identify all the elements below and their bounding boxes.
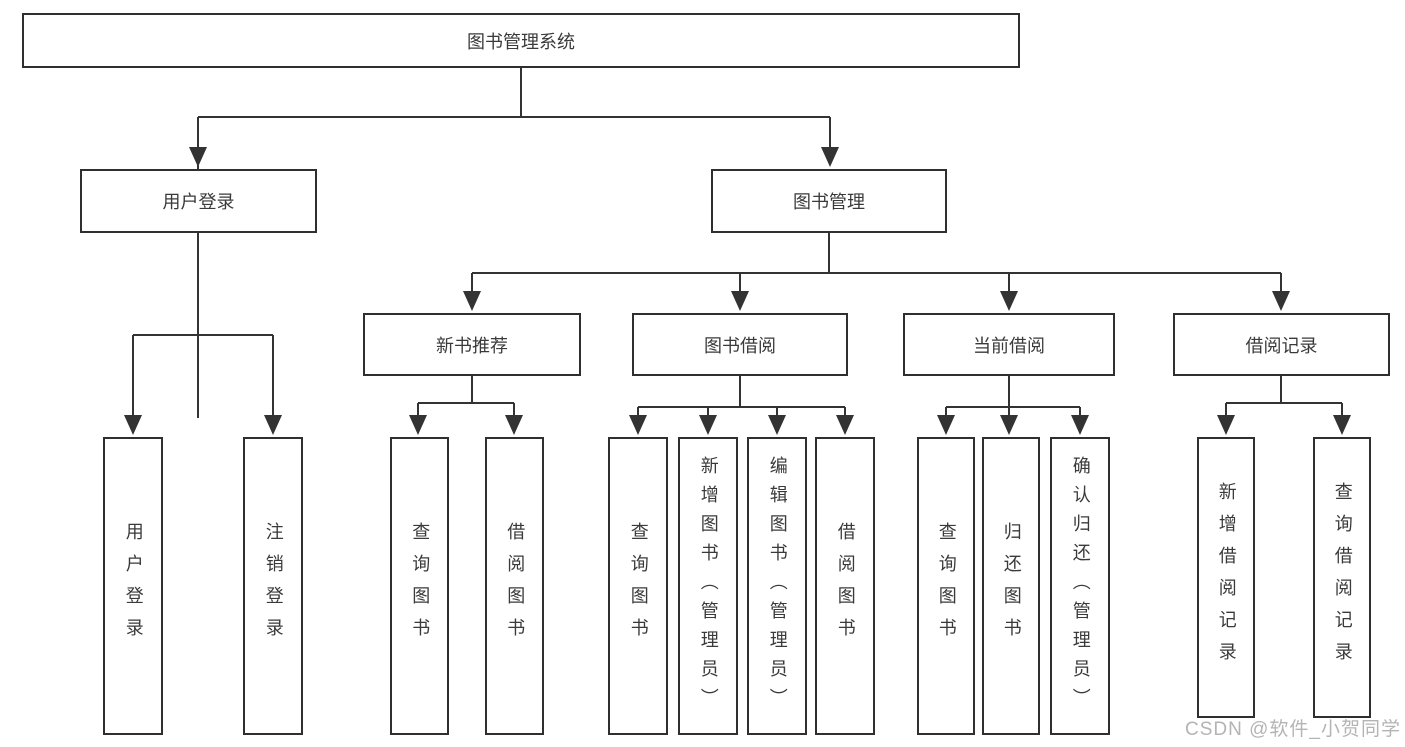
connector-root-to-level2 xyxy=(197,68,831,418)
arrowhead xyxy=(699,415,717,435)
leaf-query-books-borrow: 查询图书 xyxy=(608,437,668,735)
arrowhead xyxy=(505,415,523,435)
arrowhead xyxy=(937,415,955,435)
arrowhead xyxy=(731,291,749,311)
leaf-return-book: 归还图书 xyxy=(982,437,1040,735)
connector-borrow-record-split xyxy=(1225,376,1343,418)
arrowhead xyxy=(821,147,839,167)
arrowhead xyxy=(768,415,786,435)
node-current-borrow: 当前借阅 xyxy=(903,313,1115,376)
leaf-logout: 注销登录 xyxy=(243,437,303,735)
connector-book-mgmt-to-level3 xyxy=(471,233,1282,294)
node-new-book-recommend: 新书推荐 xyxy=(363,313,581,376)
leaf-add-book-admin: 新增图书（管理员） xyxy=(678,437,738,735)
arrowhead xyxy=(463,291,481,311)
arrowhead xyxy=(1272,291,1290,311)
connector-user-login-split xyxy=(132,334,274,418)
leaf-borrow-books-borrow: 借阅图书 xyxy=(815,437,875,735)
leaf-borrow-books-recommend: 借阅图书 xyxy=(485,437,544,735)
leaf-edit-book-admin: 编辑图书（管理员） xyxy=(747,437,807,735)
leaf-add-borrow-record: 新增借阅记录 xyxy=(1197,437,1255,718)
arrowhead xyxy=(409,415,427,435)
connector-book-borrow-split xyxy=(637,376,846,418)
arrowheads xyxy=(124,147,1351,435)
csdn-watermark: CSDN @软件_小贺同学 xyxy=(1185,719,1401,740)
leaf-user-login: 用户登录 xyxy=(103,437,163,735)
arrowhead xyxy=(629,415,647,435)
leaf-query-borrow-record: 查询借阅记录 xyxy=(1313,437,1371,718)
leaf-confirm-return-admin: 确认归还（管理员） xyxy=(1050,437,1110,735)
arrowhead xyxy=(264,415,282,435)
arrowhead xyxy=(1000,291,1018,311)
arrowhead xyxy=(1217,415,1235,435)
arrowhead xyxy=(1333,415,1351,435)
leaf-query-books-current: 查询图书 xyxy=(917,437,975,735)
arrowhead xyxy=(1071,415,1089,435)
node-book-borrow: 图书借阅 xyxy=(632,313,848,376)
leaf-query-books-recommend: 查询图书 xyxy=(390,437,449,735)
arrowhead xyxy=(836,415,854,435)
arrowhead xyxy=(189,147,207,167)
node-user-login: 用户登录 xyxy=(80,169,317,233)
connector-new-book-split xyxy=(417,376,515,418)
arrowhead xyxy=(124,415,142,435)
arrowhead xyxy=(1000,415,1018,435)
connector-current-borrow-split xyxy=(945,376,1081,418)
node-library-management-system: 图书管理系统 xyxy=(22,13,1020,68)
node-book-management: 图书管理 xyxy=(711,169,947,233)
node-borrow-records: 借阅记录 xyxy=(1173,313,1390,376)
